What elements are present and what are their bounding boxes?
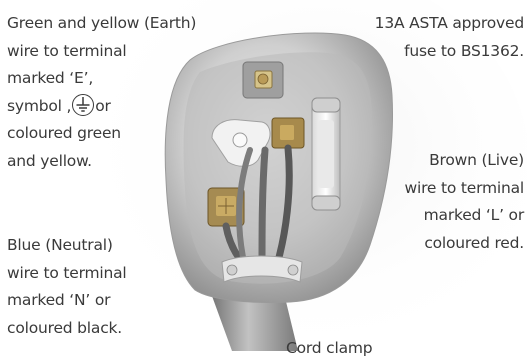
- earth-label-line-4: symbol , or: [7, 93, 196, 121]
- earth-ground-icon: [72, 94, 94, 116]
- fuse: [312, 98, 340, 210]
- earth-label-line-1: Green and yellow (Earth): [7, 10, 196, 38]
- cord-clamp-label: Cord clamp: [286, 335, 372, 363]
- earth-label-or-text: or: [95, 97, 110, 115]
- live-label-line-2: wire to terminal: [404, 175, 524, 203]
- live-label-line-1: Brown (Live): [404, 147, 524, 175]
- earth-wire-label: Green and yellow (Earth) wire to termina…: [7, 10, 196, 175]
- neutral-label-line-3: marked ‘N’ or: [7, 287, 127, 315]
- earth-label-line-2: wire to terminal: [7, 38, 196, 66]
- earth-label-line-5: coloured green: [7, 120, 196, 148]
- earth-label-line-6: and yellow.: [7, 148, 196, 176]
- fuse-label-line-1: 13A ASTA approved: [375, 10, 524, 38]
- fuse-label: 13A ASTA approved fuse to BS1362.: [375, 10, 524, 65]
- live-label-line-4: coloured red.: [404, 230, 524, 258]
- neutral-wire-label: Blue (Neutral) wire to terminal marked ‘…: [7, 232, 127, 342]
- neutral-label-line-4: coloured black.: [7, 315, 127, 343]
- neutral-label-line-2: wire to terminal: [7, 260, 127, 288]
- earth-label-symbol-text: symbol ,: [7, 97, 71, 115]
- live-wire-label: Brown (Live) wire to terminal marked ‘L’…: [404, 147, 524, 257]
- neutral-label-line-1: Blue (Neutral): [7, 232, 127, 260]
- fuse-label-line-2: fuse to BS1362.: [375, 38, 524, 66]
- live-label-line-3: marked ‘L’ or: [404, 202, 524, 230]
- earth-label-line-3: marked ‘E’,: [7, 65, 196, 93]
